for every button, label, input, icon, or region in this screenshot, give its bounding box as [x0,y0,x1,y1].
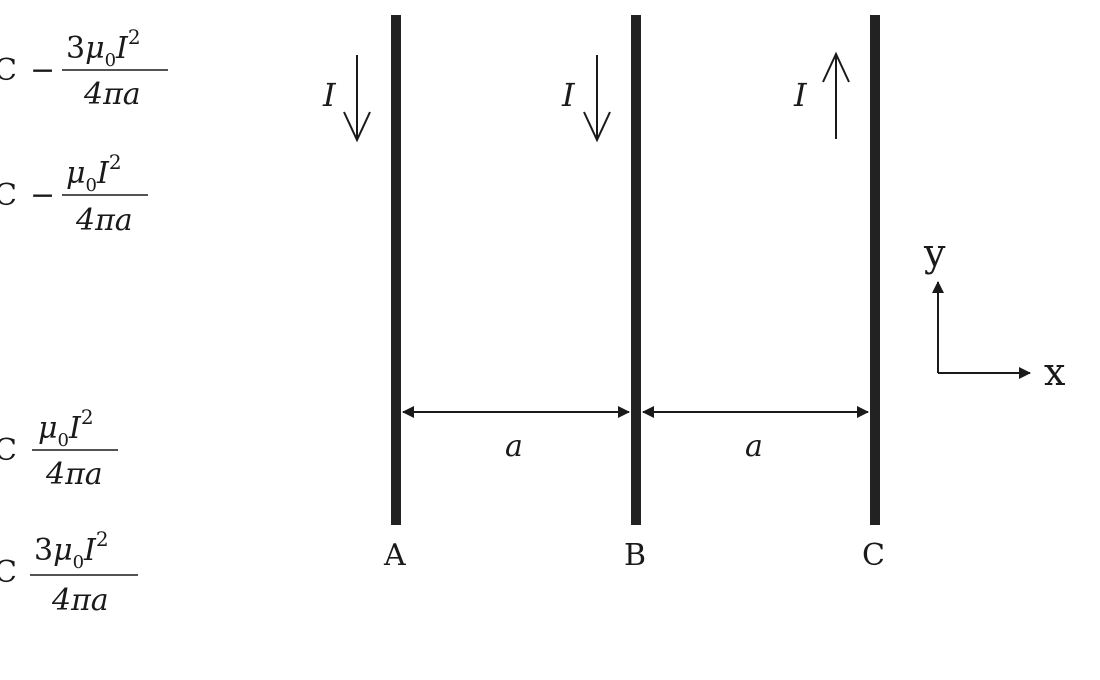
option-1-letter: C [0,53,17,88]
option-1-sign: − [30,53,55,88]
wire-c [870,15,880,525]
option-3-denominator: 4πa [45,457,103,492]
wire-b-current-arrow-down-icon [583,55,611,143]
option-2[interactable]: C − μ0I2 4πa [0,150,148,238]
option-3-letter: C [0,433,17,468]
wire-b-current-label: I [561,76,576,114]
option-1-numerator: 3μ0I2 [66,25,141,71]
wire-a-label: A [383,538,406,573]
option-2-numerator: μ0I2 [66,150,122,196]
option-4[interactable]: C 3μ0I2 4πa [0,527,138,618]
option-4-denominator: 4πa [51,583,109,618]
wire-c-current-label: I [793,76,808,114]
wire-b-label: B [624,538,646,573]
wire-a-current-arrow-down-icon [343,55,371,143]
x-axis-label: x [1044,350,1065,394]
distance-ab-label: a [505,429,523,464]
y-axis-label: y [923,231,946,275]
wire-c-current-arrow-up-icon [822,51,850,139]
option-2-denominator: 4πa [75,203,133,238]
option-2-sign: − [30,178,55,213]
option-1[interactable]: C − 3μ0I2 4πa [0,25,168,112]
option-3-numerator: μ0I2 [38,405,94,451]
distance-bc-label: a [745,429,763,464]
wire-c-label: C [862,538,885,573]
option-4-letter: C [0,555,17,590]
option-1-denominator: 4πa [83,77,141,112]
option-2-letter: C [0,178,17,213]
option-4-numerator: 3μ0I2 [34,527,109,573]
wire-b [631,15,641,525]
option-3[interactable]: C μ0I2 4πa [0,405,118,492]
wire-a-current-label: I [322,76,337,114]
wire-a [391,15,401,525]
